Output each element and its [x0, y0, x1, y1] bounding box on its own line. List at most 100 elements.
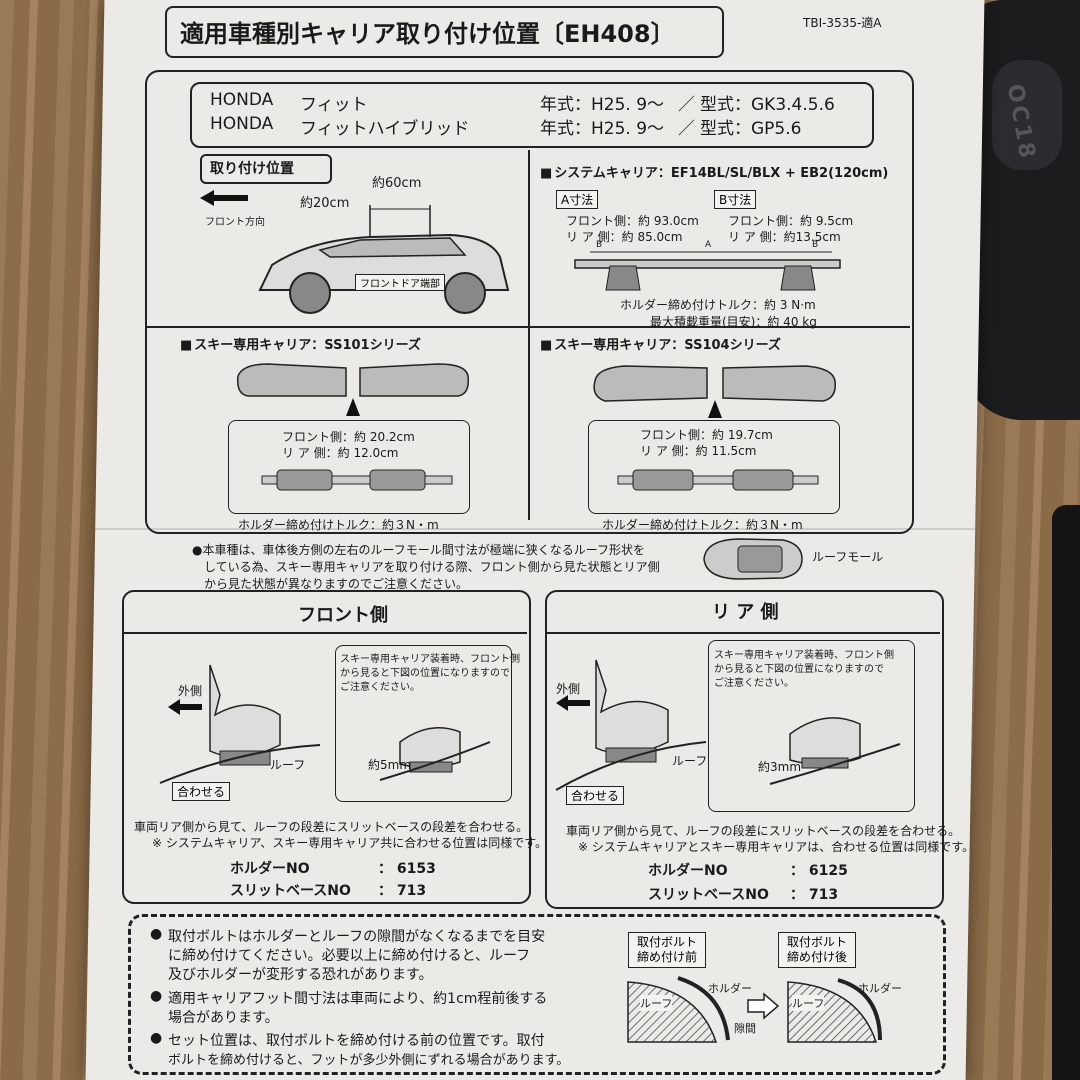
- front-outer-label: 外側: [178, 684, 203, 698]
- paper-fold-line: [95, 528, 975, 530]
- rear-holder-diagram: [555, 659, 707, 791]
- rear-panel-header-line: [545, 632, 940, 634]
- vehicle-1-make: HONDA: [210, 90, 274, 110]
- b-dimension-label: B寸法: [714, 190, 757, 209]
- rear-desc-1: 車両リア側から見て、ルーフの段差にスリットベースの段差を合わせる。: [566, 824, 961, 838]
- caution-3-line-2: ボルトを締め付けると、フットが多少外側にずれる場合があります。: [168, 1053, 570, 1068]
- vehicle-2-type: 型式：GP5.6: [700, 119, 802, 139]
- carrier-part-slot: [992, 60, 1062, 170]
- black-carrier-part-2: [1052, 505, 1080, 1080]
- ss104-title: スキー専用キャリア：SS104シリーズ: [540, 334, 781, 353]
- ss104-torque: ホルダー締め付けトルク：約３N・m: [602, 518, 803, 532]
- after-tighten-label: 取付ボルト 締め付け後: [778, 932, 857, 968]
- ss101-torque: ホルダー締め付けトルク：約３N・m: [238, 518, 439, 532]
- caution-bullet-3-dot: ●: [150, 1030, 163, 1046]
- b-rear: リ ア 側：約13.5cm: [728, 230, 841, 244]
- dist-20: 約20cm: [300, 196, 350, 211]
- front-panel: [122, 590, 531, 904]
- before-roof-label: ルーフ: [640, 995, 673, 1011]
- front-ski-note-3: ご注意ください。: [340, 682, 420, 693]
- front-ski-note-2: から見ると下図の位置になりますので: [340, 668, 510, 679]
- front-desc-2: ※ システムキャリア、スキー専用キャリア共に合わせる位置は同様です。: [152, 836, 548, 850]
- rear-ski-note-1: スキー専用キャリア装着時、フロント側: [714, 650, 894, 661]
- rear-align-label: 合わせる: [566, 786, 625, 805]
- caution-bullet-1-dot: ●: [150, 926, 163, 942]
- mid-divider: [145, 326, 910, 328]
- rear-panel: [545, 590, 944, 909]
- rear-ski-holder-diagram: [769, 717, 901, 785]
- front-desc-1: 車両リア側から見て、ルーフの段差にスリットベースの段差を合わせる。: [134, 820, 529, 834]
- ss104-front: フロント側：約 19.7cm: [640, 428, 773, 442]
- ss104-rear: リ ア 側：約 11.5cm: [640, 444, 757, 458]
- front-ski-note-1: スキー専用キャリア装着時、フロント側: [340, 654, 520, 665]
- front-holder-no: ： 6153: [378, 861, 436, 877]
- front-ski-holder-diagram: [379, 727, 491, 781]
- rear-outer-arrow-icon: [556, 695, 590, 711]
- title-box: [165, 6, 724, 58]
- doc-code: TBI-3535-適A: [803, 16, 882, 30]
- vehicle-1-sep: ／: [678, 95, 695, 115]
- rear-base-label: スリットベースNO: [648, 887, 769, 903]
- vehicle-1-year: 年式：H25. 9〜: [540, 95, 665, 115]
- system-carrier-diagram: [574, 251, 841, 291]
- front-direction-arrow-icon: [200, 190, 248, 206]
- front-base-label: スリットベースNO: [230, 883, 351, 899]
- dist-60: 約60cm: [372, 176, 422, 191]
- ss101-detail-box: [228, 420, 470, 514]
- ss101-carrier-illustration: [236, 363, 470, 416]
- after-tighten-line-2: 締め付け後: [787, 950, 848, 964]
- front-direction-label: フロント方向: [205, 217, 265, 228]
- a-rear: リ ア 側：約 85.0cm: [566, 230, 683, 244]
- caution-1-line-3: 及びホルダーが変形する恐れがあります。: [168, 967, 433, 983]
- front-outer-arrow-icon: [168, 699, 202, 715]
- caution-2-line-2: 場合があります。: [168, 1010, 279, 1026]
- rear-panel-title: リ ア 側: [712, 602, 779, 623]
- front-panel-header-line: [122, 632, 527, 634]
- a-mark: A: [705, 240, 712, 250]
- page-title: 適用車種別キャリア取り付け位置〔EH408〕: [180, 20, 675, 48]
- notice-line-3: から見た状態が異なりますのでご注意ください。: [204, 577, 469, 591]
- after-roof-label: ルーフ: [792, 995, 825, 1011]
- ss104-rail-diagram: [617, 469, 819, 491]
- vehicle-box: [190, 82, 874, 148]
- before-tighten-line-1: 取付ボルト: [637, 935, 698, 949]
- vehicle-2-sep: ／: [678, 119, 695, 139]
- ss101-front: フロント側：約 20.2cm: [282, 430, 415, 444]
- front-align-label: 合わせる: [172, 782, 231, 801]
- front-panel-title: フロント側: [298, 605, 388, 626]
- rear-holder-label: ホルダーNO: [648, 863, 728, 879]
- rear-desc-2: ※ システムキャリアとスキー専用キャリアは、合わせる位置は同様です。: [578, 840, 975, 854]
- before-holder-label: ホルダー: [708, 982, 752, 995]
- ss101-rail-diagram: [261, 469, 453, 491]
- ss104-carrier-illustration: [593, 365, 836, 418]
- caution-box: [128, 914, 946, 1075]
- center-divider: [528, 150, 530, 520]
- a-front: フロント側：約 93.0cm: [566, 214, 699, 228]
- a-dimension-label: A寸法: [556, 190, 599, 209]
- notice-line-2: している為、スキー専用キャリアを取り付ける際、フロント側から見た状態とリア側: [204, 560, 660, 574]
- mount-title-box: [200, 154, 332, 184]
- front-base-no: ： 713: [378, 883, 427, 899]
- ss104-detail-box: [588, 420, 840, 514]
- front-holder-diagram: [159, 664, 321, 784]
- after-holder-label: ホルダー: [858, 982, 902, 995]
- gap-label: 隙間: [734, 1022, 756, 1035]
- rear-holder-no: ： 6125: [790, 863, 848, 879]
- front-roof-label: ルーフ: [270, 758, 306, 772]
- system-max-load: 最大積載重量(目安)：約 40 kg: [650, 315, 817, 329]
- vehicle-2-year: 年式：H25. 9〜: [540, 119, 665, 139]
- front-door-label: フロントドア端部: [355, 274, 445, 291]
- roof-mall-label: ルーフモール: [812, 550, 884, 564]
- vehicle-2-model: フィットハイブリッド: [300, 119, 470, 139]
- rear-roof-label: ルーフ: [672, 754, 708, 768]
- b-mark-right: B: [812, 240, 819, 250]
- rear-ski-note-3: ご注意ください。: [714, 678, 794, 689]
- caution-1-line-2: に締め付けてください。必要以上に締め付けると、ルーフ: [168, 948, 531, 964]
- rear-base-no: ： 713: [790, 887, 839, 903]
- vehicle-1-model: フィット: [300, 95, 368, 115]
- ss101-title: スキー専用キャリア：SS101シリーズ: [180, 334, 421, 353]
- before-tighten-line-2: 締め付け前: [637, 950, 698, 964]
- caution-2-line-1: 適用キャリアフット間寸法は車両により、約1cm程前後する: [168, 991, 548, 1007]
- system-carrier-title: システムキャリア：EF14BL/SL/BLX + EB2(120cm): [540, 162, 888, 181]
- car-top-view-illustration: [703, 538, 803, 580]
